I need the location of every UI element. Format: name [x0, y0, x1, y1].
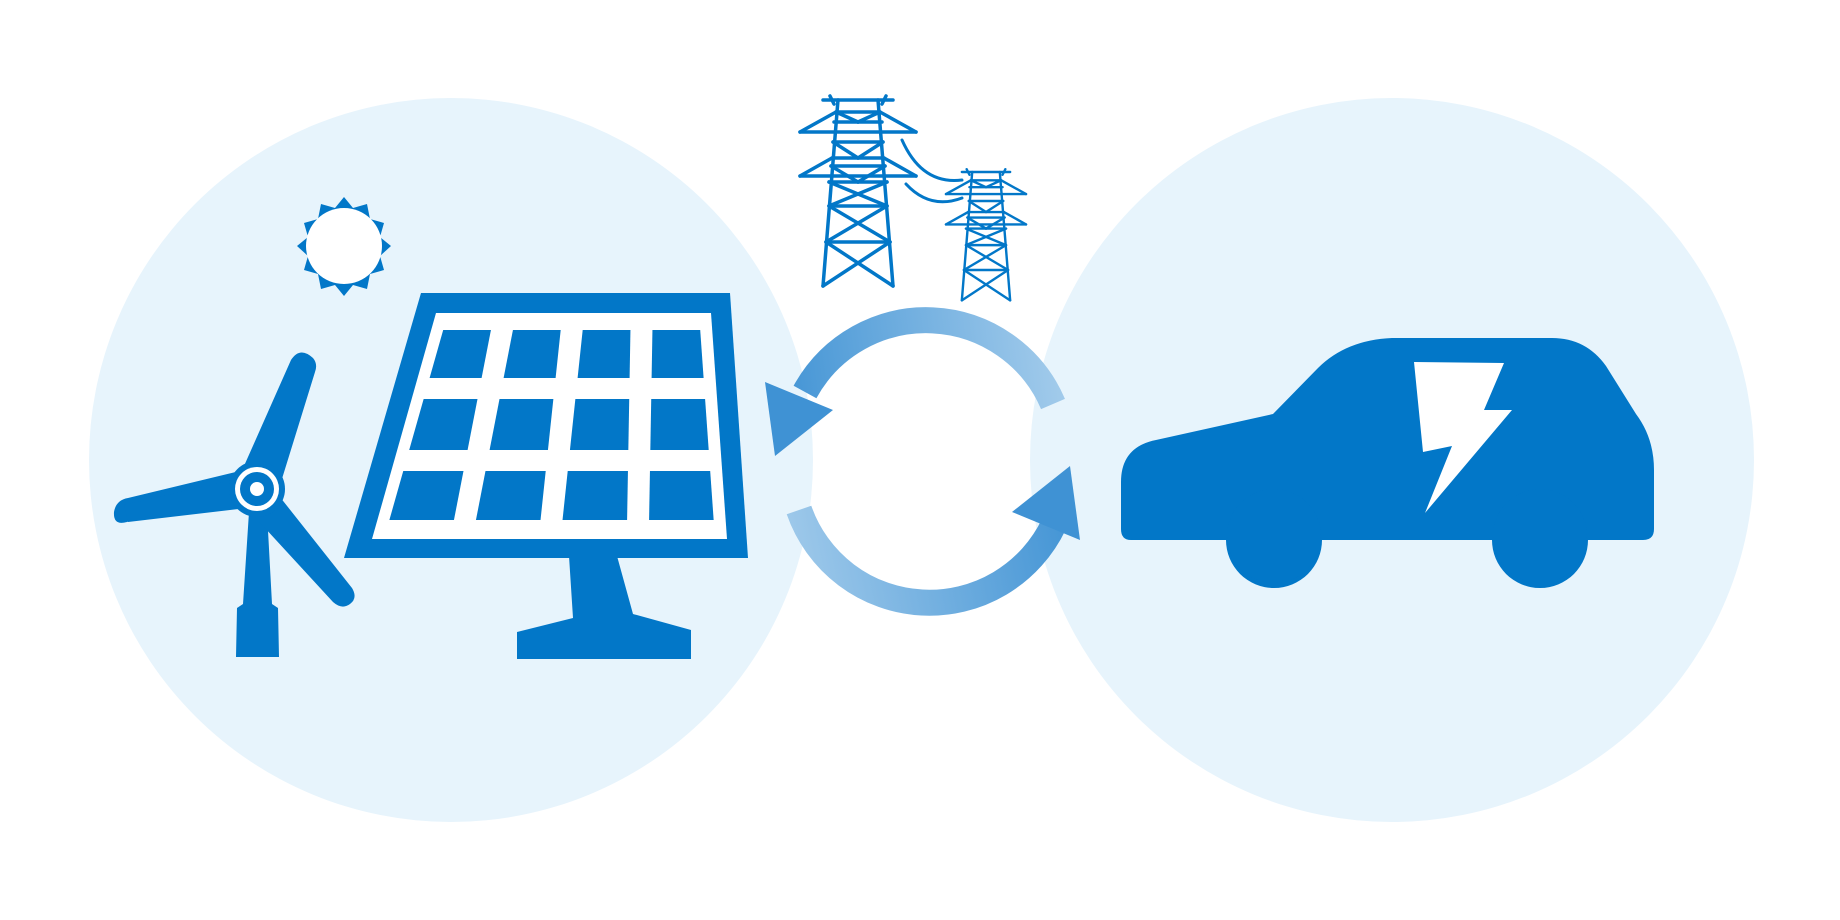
tower-strut — [856, 140, 885, 160]
tower-strut — [856, 164, 887, 184]
tower-strut — [798, 110, 838, 134]
tower-strut — [880, 94, 888, 106]
tower-strut — [834, 110, 860, 124]
solar-cell — [503, 330, 561, 378]
tower-strut — [798, 156, 834, 178]
tower-strut — [960, 268, 1010, 302]
tower-strut — [984, 216, 1006, 230]
tower-strut — [829, 164, 860, 184]
tower-strut — [999, 179, 1028, 196]
sun-icon — [297, 197, 391, 296]
solar-cell — [569, 399, 630, 450]
tower-strut — [969, 179, 988, 189]
tower-strut — [824, 204, 889, 244]
solar-cells — [389, 330, 714, 520]
tower-strut — [984, 199, 1005, 214]
tower-strut — [960, 170, 974, 302]
refresh-arrows-icon — [765, 307, 1080, 616]
solar-cell — [389, 471, 464, 520]
tower-strut — [821, 240, 892, 288]
tower-strut — [827, 180, 889, 208]
electric-car-icon — [1121, 338, 1654, 588]
power-lines — [900, 138, 964, 204]
solar-cell — [429, 330, 491, 378]
lightning-bolt-icon — [1414, 362, 1512, 513]
tower-strut — [965, 168, 971, 176]
tower-strut — [876, 98, 895, 288]
tower-strut — [878, 110, 918, 134]
tower-strut — [1001, 168, 1007, 176]
tower-strut — [967, 199, 988, 214]
tower-strut — [998, 170, 1012, 302]
solar-cell — [562, 471, 628, 520]
tower-strut — [984, 179, 1003, 189]
power-tower-small-icon — [944, 168, 1028, 302]
tower-strut — [828, 94, 836, 106]
tower-strut — [882, 156, 918, 178]
tower-strut — [966, 216, 988, 230]
tower-strut — [964, 227, 1008, 247]
tower-strut — [821, 98, 840, 288]
solar-cell — [489, 399, 554, 450]
tower-strut — [944, 210, 970, 226]
wind-turbine-icon — [113, 352, 355, 657]
solar-panel-icon — [344, 293, 748, 659]
tower-strut — [856, 110, 882, 124]
tower-strut — [1002, 210, 1028, 226]
solar-cell — [475, 471, 546, 520]
tower-strut — [944, 179, 973, 196]
power-tower-icon — [798, 94, 918, 288]
tower-strut — [831, 140, 860, 160]
solar-cell — [649, 471, 714, 520]
solar-cell — [650, 399, 709, 450]
tower-strut — [962, 243, 1008, 272]
solar-cell — [409, 399, 478, 450]
solar-cell — [577, 330, 631, 378]
solar-cell — [651, 330, 704, 378]
